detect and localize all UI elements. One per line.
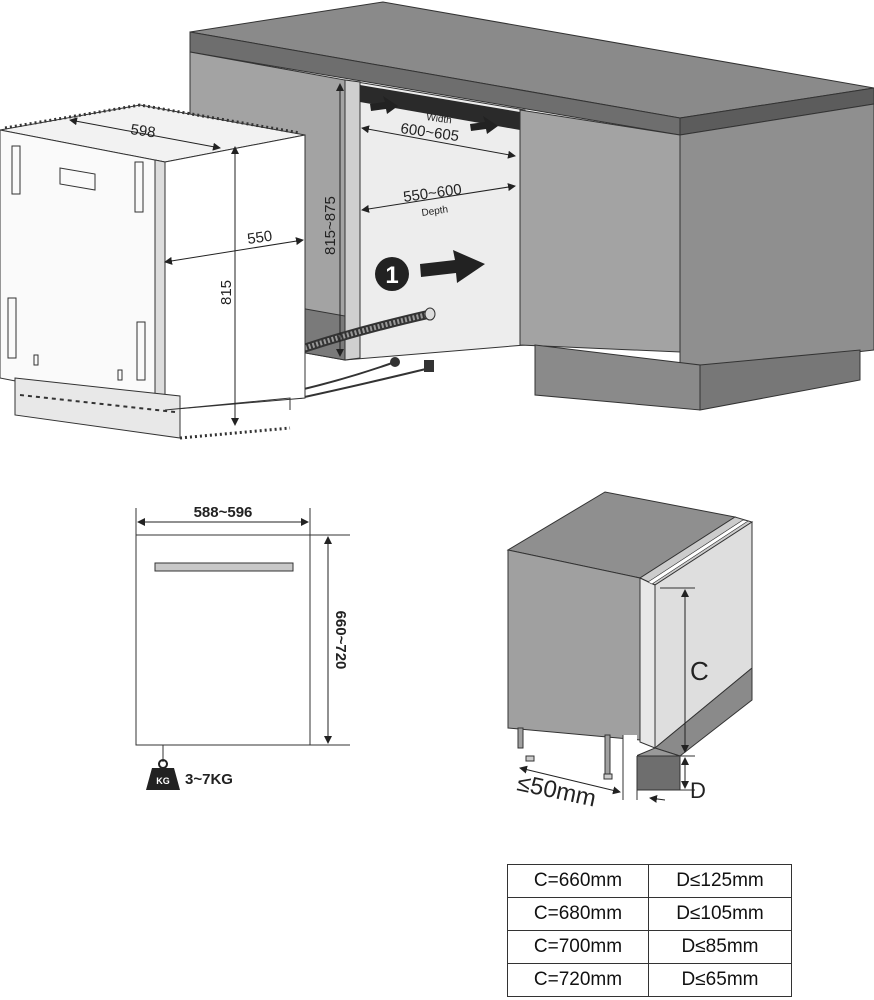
c-value-cell: C=720mm (507, 963, 649, 997)
niche-width-title: Width (426, 112, 453, 126)
niche-depth-title: Depth (421, 204, 449, 219)
d-label: D (690, 778, 706, 803)
step-number: 1 (385, 262, 398, 289)
c-value-cell: C=700mm (507, 930, 649, 964)
table-row: C=700mm D≤85mm (507, 930, 792, 964)
table-row: C=720mm D≤65mm (507, 963, 792, 997)
weight-label: 3~7KG (185, 771, 233, 788)
niche-height-label: 815~875 (322, 196, 339, 255)
door-height-label: 660~720 (332, 611, 349, 670)
table-row: C=680mm D≤105mm (507, 897, 792, 931)
spec-table: C=660mm D≤125mm C=680mm D≤105mm C=700mm … (507, 864, 792, 997)
dishwasher-unit (0, 103, 306, 440)
d-value-cell: D≤105mm (648, 897, 792, 931)
c-label: C (690, 656, 709, 686)
weight-icon-text: KG (156, 776, 170, 786)
c-value-cell: C=680mm (507, 897, 649, 931)
d-value-cell: D≤125mm (648, 864, 792, 898)
weight-icon: KG (146, 759, 180, 790)
c-value-cell: C=660mm (507, 864, 649, 898)
dishwasher-height-label: 815 (218, 280, 235, 305)
dimension-lines (69, 83, 516, 426)
water-hose (299, 307, 436, 399)
step-badge: 1 (375, 257, 409, 291)
dishwasher-width-label: 598 (129, 121, 156, 141)
gap-label: ≤50mm (515, 769, 599, 812)
d-value-cell: D≤85mm (648, 930, 792, 964)
push-arrow (370, 96, 498, 283)
door-panel-diagram (135, 508, 350, 762)
side-view-diagram (506, 491, 754, 803)
d-value-cell: D≤65mm (648, 963, 792, 997)
dishwasher-depth-label: 550 (246, 228, 273, 248)
door-width-label: 588~596 (194, 504, 253, 521)
table-row: C=660mm D≤125mm (507, 864, 792, 898)
